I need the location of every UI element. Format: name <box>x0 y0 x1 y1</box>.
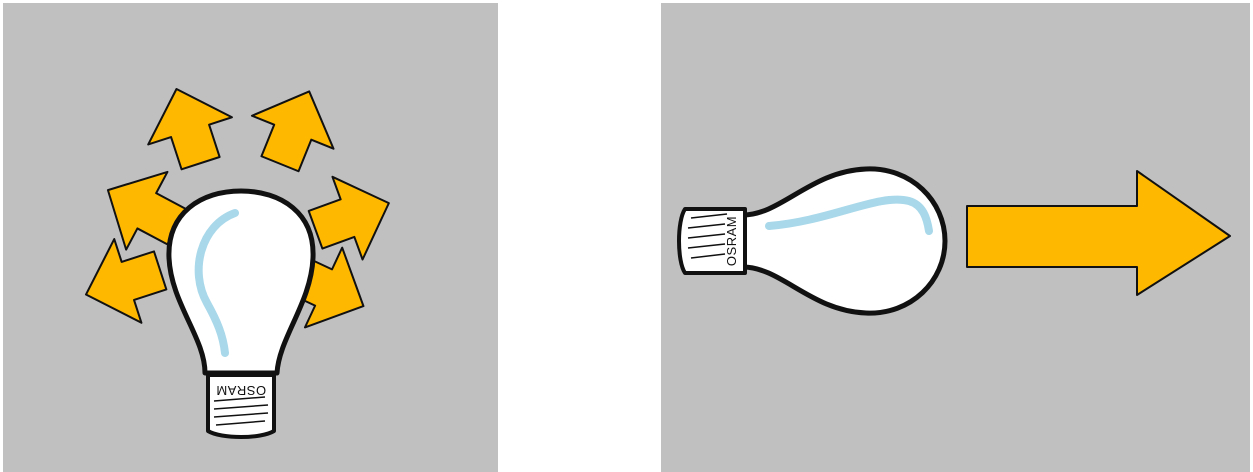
bulb-glass <box>169 191 313 373</box>
omnidirectional-light-panel: OSRAM <box>3 3 498 472</box>
bulb-radiating-light-icon: OSRAM <box>169 191 313 437</box>
arrow-lower-left-icon <box>72 229 173 337</box>
arrow-upper-right-icon <box>239 75 350 180</box>
brand-label: OSRAM <box>724 216 739 266</box>
directional-bulb-illustration: OSRAM <box>661 3 1250 472</box>
directional-arrow-icon <box>967 171 1230 295</box>
arrow-right-icon <box>301 162 404 271</box>
bulb-directional-light-icon: OSRAM <box>679 169 945 313</box>
bulb-glass <box>743 169 945 313</box>
arrow-upper-left-icon <box>135 75 243 176</box>
omnidirectional-bulb-illustration: OSRAM <box>3 3 498 472</box>
directional-light-panel: OSRAM <box>661 3 1250 472</box>
brand-label: OSRAM <box>216 383 266 398</box>
